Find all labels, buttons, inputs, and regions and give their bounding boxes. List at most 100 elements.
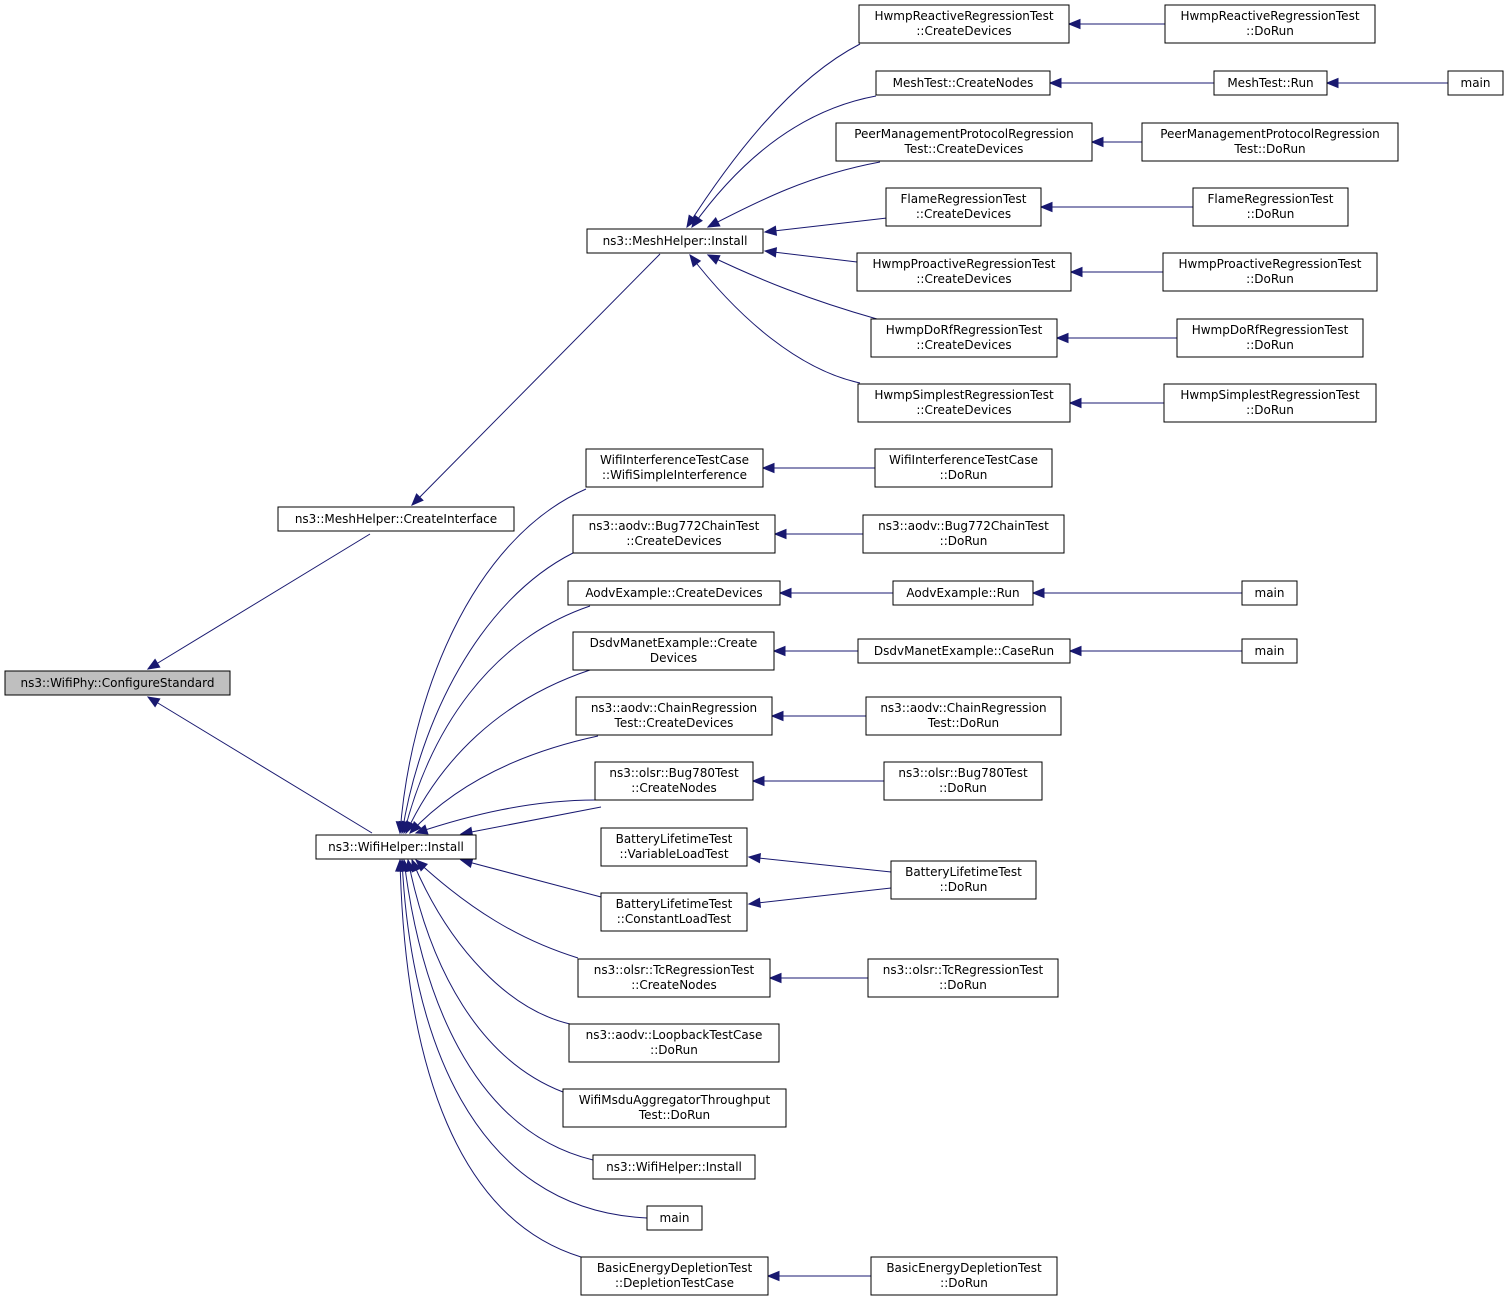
- edge-arrowhead: [689, 253, 702, 268]
- node-box: [875, 70, 1051, 96]
- node-box: [586, 228, 764, 254]
- node-hsr-dr[interactable]: HwmpSimplestRegressionTest::DoRun: [1163, 383, 1377, 423]
- node-label: MeshTest::CreateNodes: [893, 76, 1034, 90]
- node-label: ::CreateDevices: [626, 534, 721, 548]
- node-bed-dtc[interactable]: BasicEnergyDepletionTest::DepletionTestC…: [580, 1256, 769, 1296]
- node-main2[interactable]: main: [1241, 580, 1298, 606]
- node-bed-dr[interactable]: BasicEnergyDepletionTest::DoRun: [870, 1256, 1058, 1296]
- node-wh-inst[interactable]: ns3::WifiHelper::Install: [315, 834, 477, 860]
- node-ae-cd[interactable]: AodvExample::CreateDevices: [567, 580, 781, 606]
- edge-mh_ci-mh_inst: [411, 253, 661, 506]
- node-dme-cr[interactable]: DsdvManetExample::CaseRun: [857, 638, 1071, 664]
- node-hrr-dr[interactable]: HwmpReactiveRegressionTest::DoRun: [1164, 4, 1376, 44]
- edge-arrowhead: [761, 462, 775, 474]
- node-label: HwmpReactiveRegressionTest: [1180, 9, 1359, 23]
- edge-arrowhead: [1068, 645, 1082, 657]
- node-wit-wsi[interactable]: WifiInterferenceTestCase::WifiSimpleInte…: [585, 448, 764, 488]
- node-main4[interactable]: main: [646, 1205, 703, 1231]
- node-pmp-cd[interactable]: PeerManagementProtocolRegressionTest::Cr…: [835, 122, 1093, 162]
- edge-tcr_cn-tcr_dr: [768, 972, 868, 984]
- node-box: [1192, 187, 1349, 227]
- node-label: main: [660, 1211, 690, 1225]
- edge-line: [403, 605, 591, 834]
- node-hrr-cd[interactable]: HwmpReactiveRegressionTest::CreateDevice…: [858, 4, 1070, 44]
- node-acr-cd[interactable]: ns3::aodv::ChainRegressionTest::CreateDe…: [575, 696, 773, 736]
- node-pmp-dr[interactable]: PeerManagementProtocolRegressionTest::Do…: [1141, 122, 1399, 162]
- node-mt-run[interactable]: MeshTest::Run: [1213, 70, 1328, 96]
- node-b772-dr[interactable]: ns3::aodv::Bug772ChainTest::DoRun: [862, 514, 1065, 554]
- edge-dme_cr-main3: [1068, 645, 1242, 657]
- node-hpr-dr[interactable]: HwmpProactiveRegressionTest::DoRun: [1162, 252, 1378, 292]
- node-label: ::VariableLoadTest: [619, 847, 728, 861]
- edge-mh_inst-hpr_cd: [763, 247, 858, 263]
- node-blt-clt[interactable]: BatteryLifetimeTest::ConstantLoadTest: [600, 892, 748, 932]
- node-ae-run[interactable]: AodvExample::Run: [892, 580, 1034, 606]
- edge-blt_vlt-blt_dr: [747, 852, 892, 873]
- node-box: [865, 696, 1062, 736]
- node-box: [580, 1256, 769, 1296]
- node-mt-cn[interactable]: MeshTest::CreateNodes: [875, 70, 1051, 96]
- edge-b772_cd-b772_dr: [773, 528, 863, 540]
- node-label: WifiInterferenceTestCase: [600, 453, 749, 467]
- edge-line: [707, 161, 881, 228]
- node-dme-cd[interactable]: DsdvManetExample::CreateDevices: [572, 631, 775, 671]
- node-label: ::CreateDevices: [916, 272, 1011, 286]
- node-tcr-dr[interactable]: ns3::olsr::TcRegressionTest::DoRun: [867, 958, 1059, 998]
- node-b772-cd[interactable]: ns3::aodv::Bug772ChainTest::CreateDevice…: [572, 514, 776, 554]
- node-hsr-cd[interactable]: HwmpSimplestRegressionTest::CreateDevice…: [857, 383, 1071, 423]
- edge-arrowhead: [409, 821, 422, 834]
- edge-arrowhead: [1039, 201, 1053, 213]
- node-fr-cd[interactable]: FlameRegressionTest::CreateDevices: [885, 187, 1042, 227]
- edge-line: [401, 859, 648, 1219]
- node-wit-dr[interactable]: WifiInterferenceTestCase::DoRun: [874, 448, 1053, 488]
- node-label: ns3::olsr::TcRegressionTest: [883, 963, 1044, 977]
- node-mh-ci[interactable]: ns3::MeshHelper::CreateInterface: [277, 506, 515, 532]
- node-main3[interactable]: main: [1241, 638, 1298, 664]
- edge-line: [460, 859, 602, 898]
- node-box: [1447, 70, 1504, 96]
- node-hdr-dr[interactable]: HwmpDoRfRegressionTest::DoRun: [1176, 318, 1364, 358]
- edge-line: [748, 887, 892, 905]
- node-blt-dr[interactable]: BatteryLifetimeTest::DoRun: [890, 860, 1037, 900]
- node-b780-dr[interactable]: ns3::olsr::Bug780Test::DoRun: [883, 761, 1043, 801]
- edge-wit_wsi-wit_dr: [761, 462, 875, 474]
- edge-arrowhead: [415, 859, 429, 872]
- node-main1[interactable]: main: [1447, 70, 1504, 96]
- node-wh-inst2[interactable]: ns3::WifiHelper::Install: [592, 1154, 756, 1180]
- edge-line: [689, 254, 861, 384]
- node-label: ns3::aodv::ChainRegression: [591, 701, 757, 715]
- node-lbt-dr[interactable]: ns3::aodv::LoopbackTestCase::DoRun: [568, 1023, 780, 1063]
- graph-nodes: ns3::WifiPhy::ConfigureStandard ns3::Mesh…: [4, 4, 1504, 1296]
- node-label: ns3::WifiPhy::ConfigureStandard: [21, 676, 215, 690]
- node-tcr-cn[interactable]: ns3::olsr::TcRegressionTest::CreateNodes: [577, 958, 771, 998]
- node-label: ::DoRun: [939, 978, 987, 992]
- node-blt-vlt[interactable]: BatteryLifetimeTest::VariableLoadTest: [600, 827, 748, 867]
- edge-arrowhead: [1048, 77, 1062, 89]
- edge-wh_inst-wma_dr: [405, 858, 564, 1093]
- node-box: [594, 761, 754, 801]
- node-hdr-cd[interactable]: HwmpDoRfRegressionTest::CreateDevices: [870, 318, 1058, 358]
- edge-arrowhead: [763, 225, 778, 236]
- edge-arrowhead: [747, 897, 762, 908]
- node-fr-dr[interactable]: FlameRegressionTest::DoRun: [1192, 187, 1349, 227]
- edge-mh_inst-mt_cn: [691, 95, 877, 229]
- node-hpr-cd[interactable]: HwmpProactiveRegressionTest::CreateDevic…: [856, 252, 1072, 292]
- edge-blt_clt-blt_dr: [747, 887, 892, 908]
- edge-line: [686, 43, 861, 228]
- node-mh-inst[interactable]: ns3::MeshHelper::Install: [586, 228, 764, 254]
- edge-ae_run-main2: [1031, 587, 1242, 599]
- edge-arrowhead: [763, 247, 778, 258]
- edge-root-wh_inst: [146, 696, 373, 834]
- node-box: [585, 448, 764, 488]
- node-label: main: [1255, 644, 1285, 658]
- edge-wh_inst-bed_dtc: [395, 858, 582, 1258]
- node-box: [1241, 580, 1298, 606]
- edge-arrowhead: [766, 1270, 780, 1282]
- node-b780-cn[interactable]: ns3::olsr::Bug780Test::CreateNodes: [594, 761, 754, 801]
- node-box: [867, 958, 1059, 998]
- edge-arrowhead: [1090, 136, 1104, 148]
- edge-arrowhead: [146, 696, 161, 708]
- edge-arrowhead: [747, 852, 761, 864]
